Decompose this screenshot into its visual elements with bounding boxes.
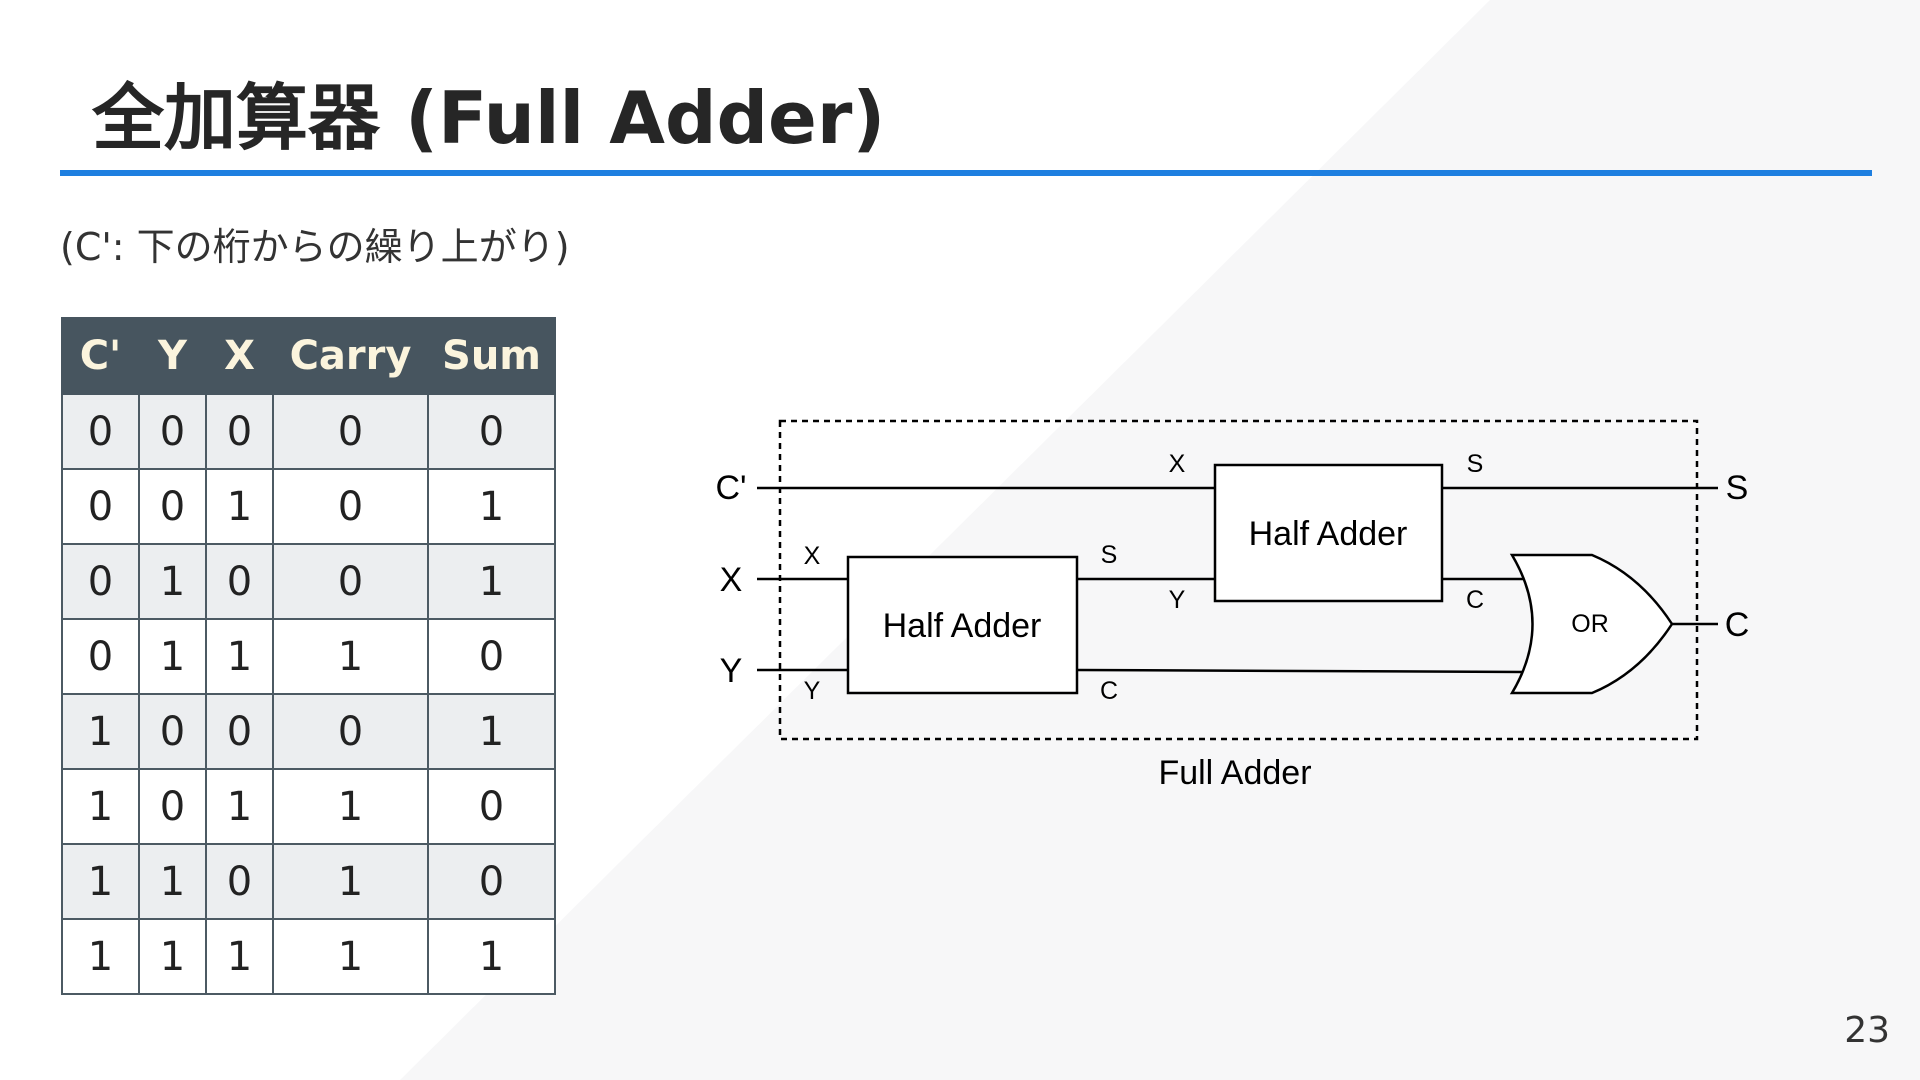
cell-c-prime: 1 <box>61 768 140 845</box>
cell-sum: 0 <box>427 393 556 470</box>
truth-table: C' Y X Carry Sum 0 0 0 0 0 0 0 1 0 1 0 1… <box>61 317 556 995</box>
output-c-label: C <box>1725 606 1750 644</box>
half-adder-1-output-c-label: C <box>1100 677 1118 705</box>
half-adder-1-input-y-label: Y <box>804 677 821 705</box>
title-underline <box>60 170 1872 176</box>
circuit-io-labels: C' X Y S C Full Adder <box>715 469 1749 792</box>
cell-sum: 0 <box>427 843 556 920</box>
truth-table-header-row: C' Y X Carry Sum <box>61 317 556 395</box>
cell-sum: 1 <box>427 693 556 770</box>
cell-y: 1 <box>138 843 207 920</box>
cell-x: 1 <box>205 468 274 545</box>
cell-carry: 1 <box>272 618 429 695</box>
table-row: 0 0 0 0 0 <box>61 393 556 470</box>
header-y: Y <box>138 317 207 395</box>
cell-c-prime: 1 <box>61 693 140 770</box>
cell-carry: 0 <box>272 468 429 545</box>
full-adder-caption: Full Adder <box>1158 754 1311 792</box>
half-adder-1-label: Half Adder <box>883 607 1042 645</box>
header-x: X <box>205 317 274 395</box>
cell-y: 1 <box>138 918 207 995</box>
cell-y: 0 <box>138 393 207 470</box>
cell-x: 0 <box>205 693 274 770</box>
slide-subtitle: (C': 下の桁からの繰り上がり) <box>60 225 570 269</box>
half-adder-2-output-s-label: S <box>1467 450 1484 478</box>
half-adder-2-output-c-label: C <box>1466 586 1484 614</box>
cell-sum: 1 <box>427 468 556 545</box>
cell-x: 0 <box>205 393 274 470</box>
header-sum: Sum <box>427 317 556 395</box>
cell-carry: 0 <box>272 393 429 470</box>
cell-y: 1 <box>138 618 207 695</box>
cell-sum: 0 <box>427 768 556 845</box>
cell-y: 0 <box>138 693 207 770</box>
half-adder-2-label: Half Adder <box>1249 515 1408 553</box>
cell-x: 1 <box>205 918 274 995</box>
output-s-label: S <box>1726 469 1749 507</box>
cell-sum: 1 <box>427 918 556 995</box>
header-c-prime: C' <box>61 317 140 395</box>
cell-c-prime: 0 <box>61 393 140 470</box>
input-x-label: X <box>720 561 743 599</box>
table-row: 0 0 1 0 1 <box>61 468 556 545</box>
table-row: 1 1 1 1 1 <box>61 918 556 995</box>
cell-x: 0 <box>205 843 274 920</box>
table-row: 1 1 0 1 0 <box>61 843 556 920</box>
header-carry: Carry <box>272 317 429 395</box>
table-row: 0 1 1 1 0 <box>61 618 556 695</box>
or-gate: OR <box>1509 553 1674 695</box>
cell-x: 0 <box>205 543 274 620</box>
slide-title: 全加算器 (Full Adder) <box>92 76 886 160</box>
or-gate-label: OR <box>1571 610 1609 638</box>
input-c-prime-label: C' <box>715 469 746 507</box>
cell-y: 0 <box>138 768 207 845</box>
cell-carry: 1 <box>272 768 429 845</box>
half-adder-2-input-x-label: X <box>1169 450 1186 478</box>
cell-c-prime: 1 <box>61 918 140 995</box>
cell-c-prime: 0 <box>61 543 140 620</box>
cell-carry: 1 <box>272 843 429 920</box>
cell-carry: 1 <box>272 918 429 995</box>
cell-carry: 0 <box>272 543 429 620</box>
wires <box>757 486 1718 674</box>
page-number: 23 <box>1844 1010 1890 1051</box>
cell-c-prime: 0 <box>61 468 140 545</box>
half-adder-2: Half Adder X Y S C <box>1169 450 1484 614</box>
cell-sum: 0 <box>427 618 556 695</box>
table-row: 0 1 0 0 1 <box>61 543 556 620</box>
half-adder-1-input-x-label: X <box>804 542 821 570</box>
cell-y: 0 <box>138 468 207 545</box>
half-adder-1-output-s-label: S <box>1101 541 1118 569</box>
cell-sum: 1 <box>427 543 556 620</box>
cell-c-prime: 0 <box>61 618 140 695</box>
cell-y: 1 <box>138 543 207 620</box>
table-row: 1 0 1 1 0 <box>61 768 556 845</box>
table-row: 1 0 0 0 1 <box>61 693 556 770</box>
half-adder-2-input-y-label: Y <box>1169 586 1186 614</box>
cell-x: 1 <box>205 768 274 845</box>
cell-c-prime: 1 <box>61 843 140 920</box>
wire-ha1-carry <box>1076 668 1539 674</box>
cell-x: 1 <box>205 618 274 695</box>
cell-carry: 0 <box>272 693 429 770</box>
half-adder-1: Half Adder X Y S C <box>804 541 1118 705</box>
input-y-label: Y <box>720 652 743 690</box>
